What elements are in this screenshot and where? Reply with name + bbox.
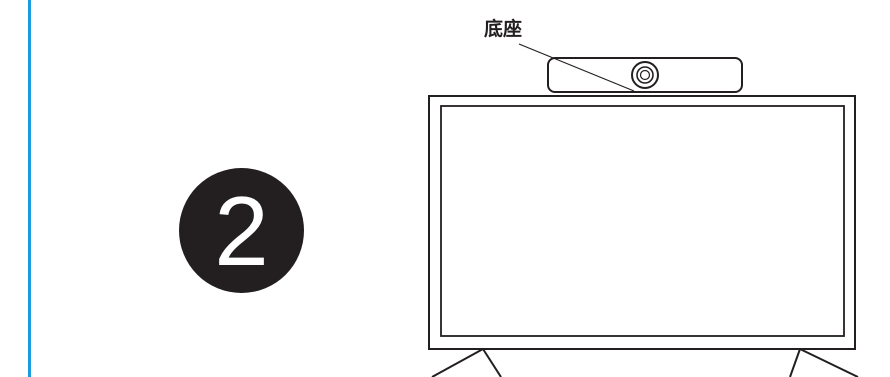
base-callout-label: 底座 — [484, 18, 523, 40]
tv-right-foot — [789, 348, 801, 377]
tv-outer-frame — [428, 95, 856, 350]
step-number: 2 — [214, 175, 269, 286]
accent-bar — [28, 0, 31, 377]
camera-bar-icon — [547, 57, 743, 93]
tv-icon — [428, 95, 859, 377]
tv-left-foot — [431, 348, 484, 377]
tv-screen — [440, 105, 845, 337]
step-number-badge: 2 — [179, 168, 304, 293]
callout-leader-line — [518, 43, 635, 92]
